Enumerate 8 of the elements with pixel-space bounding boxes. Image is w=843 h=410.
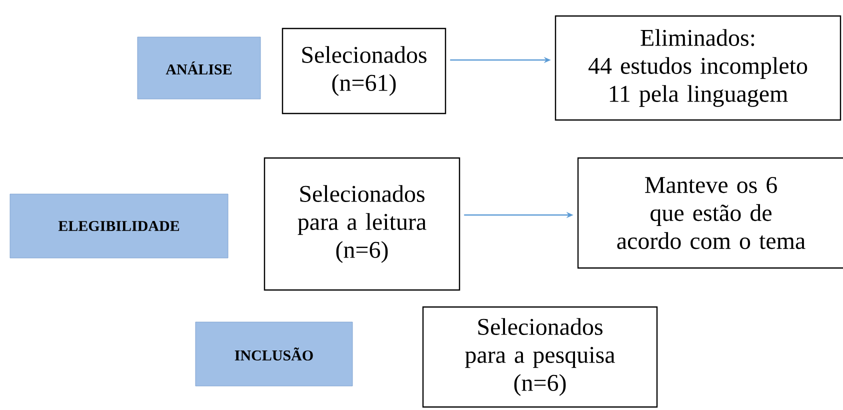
stage-label-box: INCLUSÃO bbox=[195, 322, 353, 386]
stage-label-box: ANÁLISE bbox=[137, 36, 261, 100]
process-box: Selecionados para a leitura (n=6) bbox=[264, 157, 460, 291]
process-box: Selecionados (n=61) bbox=[282, 28, 446, 114]
process-box: Manteve os 6 que estão de acordo com o tema bbox=[577, 157, 843, 269]
process-box: Eliminados: 44 estudos incompleto 11 pela linguagem bbox=[554, 15, 842, 121]
stage-label-box: ELEGIBILIDADE bbox=[10, 194, 228, 258]
process-box: Selecionados para a pesquisa (n=6) bbox=[422, 306, 658, 408]
